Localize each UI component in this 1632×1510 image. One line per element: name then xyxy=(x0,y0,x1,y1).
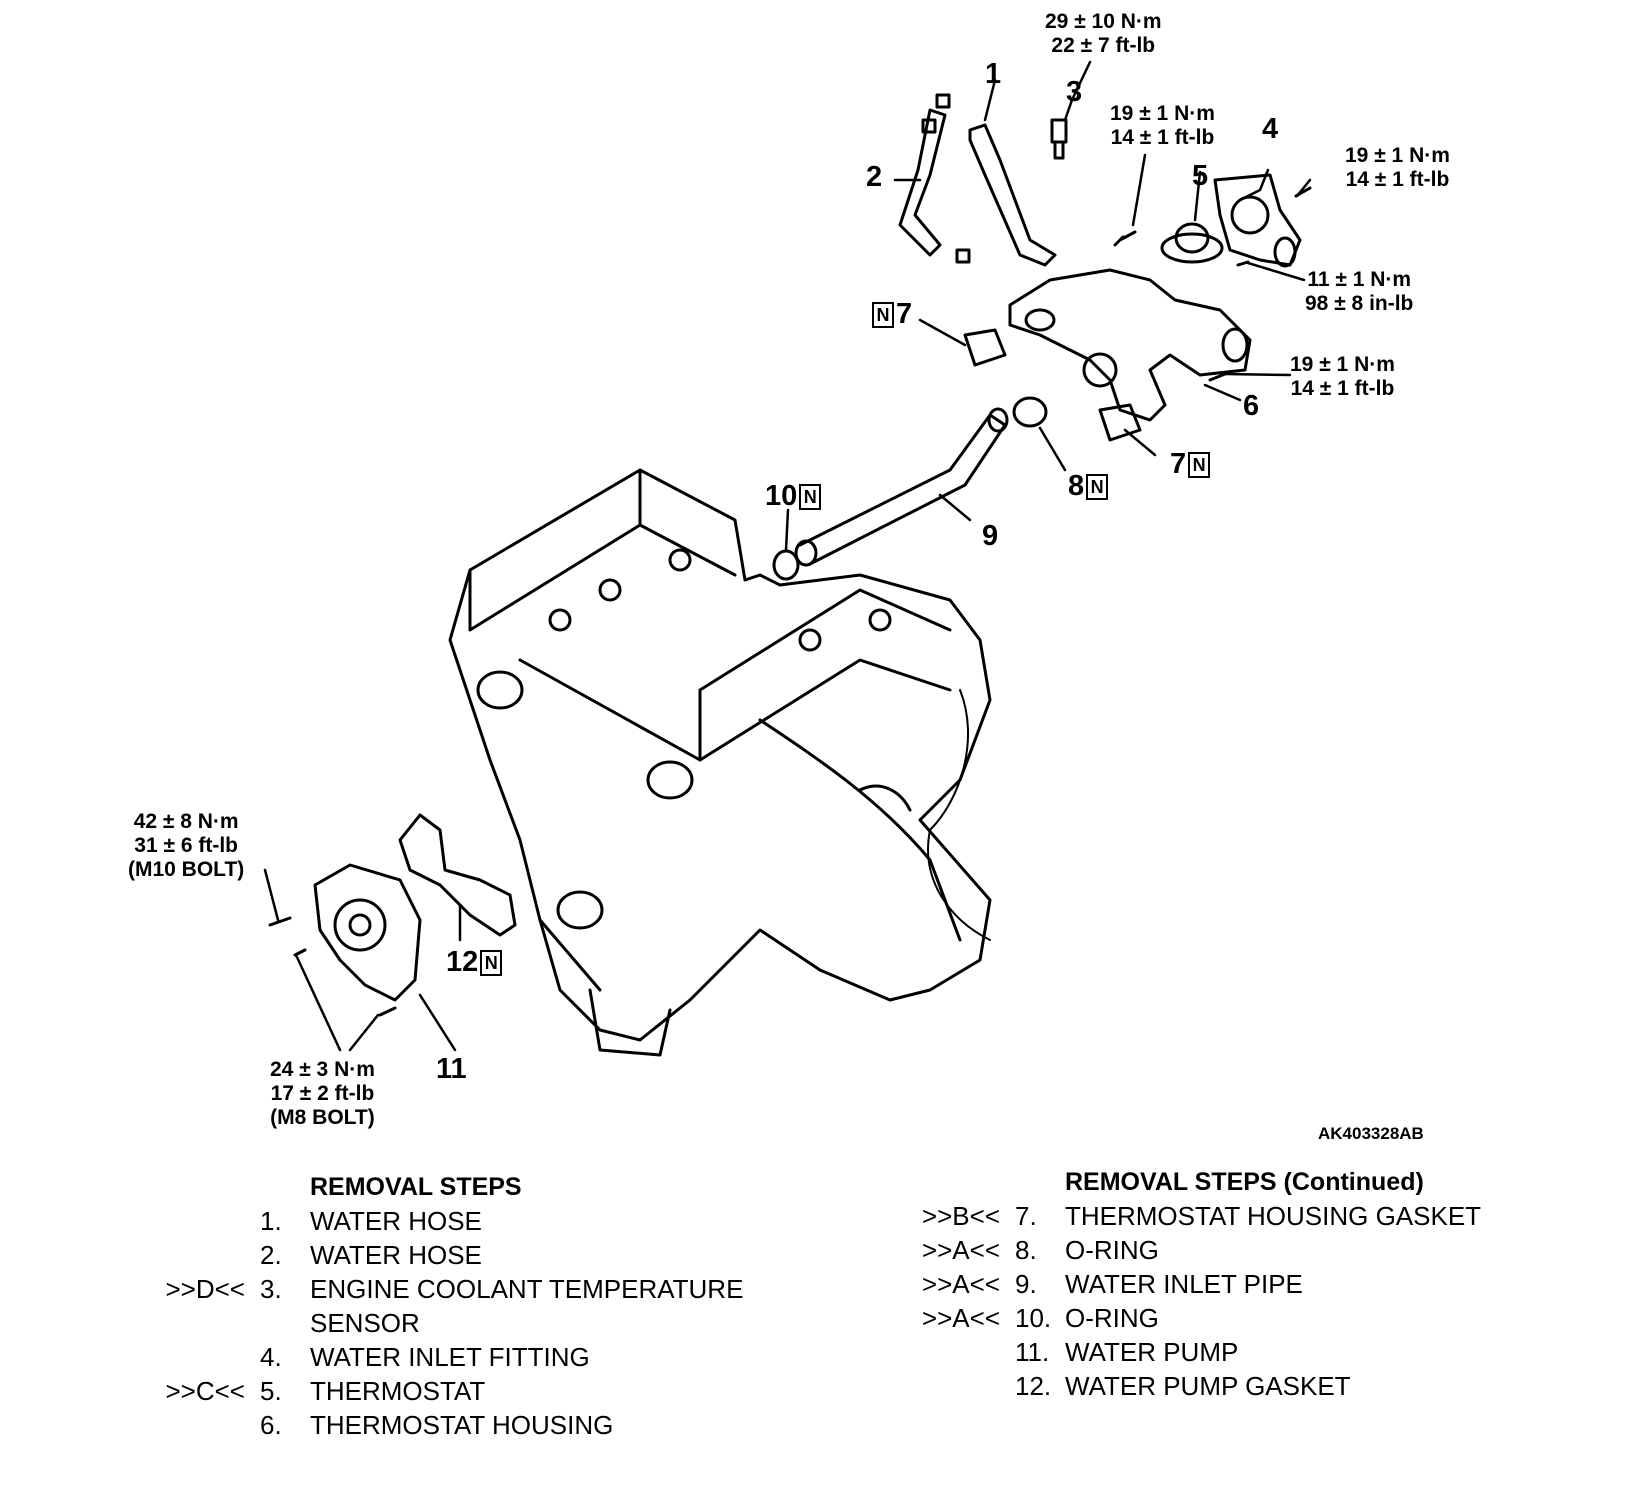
bolt xyxy=(378,1006,397,1017)
callout-12: 12 xyxy=(446,948,504,977)
removal-steps-heading: REMOVAL STEPS xyxy=(310,1173,522,1201)
thermostat xyxy=(1160,222,1224,264)
callout-8: 8 xyxy=(1068,472,1110,501)
coolant-temperature-sensor xyxy=(1050,118,1068,160)
water-hose-2 xyxy=(898,108,947,257)
hose-clamp xyxy=(935,93,951,109)
leader-lines xyxy=(263,60,1312,1052)
step-row: >>D<<3.ENGINE COOLANT TEMPERATURE xyxy=(165,1274,744,1304)
callout-7-lower: 7 xyxy=(1170,450,1212,479)
figure-code: AK403328AB xyxy=(1318,1124,1424,1143)
bolt xyxy=(1236,260,1250,267)
new-part-icon xyxy=(1086,474,1109,501)
step-row: >>A<<10.O-RING xyxy=(921,1303,1159,1333)
new-part-icon xyxy=(872,302,894,329)
callout-5: 5 xyxy=(1192,160,1209,192)
water-pump xyxy=(313,863,422,1002)
o-ring xyxy=(772,549,800,581)
callout-1: 1 xyxy=(985,58,1002,90)
engine-cooling-exploded-diagram xyxy=(263,60,1312,1057)
new-part-icon xyxy=(799,484,822,511)
callout-2: 2 xyxy=(866,161,883,193)
removal-steps-right: REMOVAL STEPS (Continued) >>B<<7.THERMOS… xyxy=(905,1165,1625,1403)
thermostat-housing xyxy=(1008,268,1252,422)
water-hose-1 xyxy=(968,123,1057,267)
callout-7-upper: 7 xyxy=(870,300,912,329)
o-ring xyxy=(1012,396,1048,428)
new-part-icon xyxy=(1188,452,1211,479)
bolt xyxy=(268,916,292,927)
callout-6: 6 xyxy=(1243,390,1260,422)
step-row: >>C<<5.THERMOSTAT xyxy=(165,1376,486,1406)
callout-10: 10 xyxy=(765,482,823,511)
step-row: 2.WATER HOSE xyxy=(260,1240,482,1270)
callout-11: 11 xyxy=(436,1053,467,1085)
removal-steps-continued-heading: REMOVAL STEPS (Continued) xyxy=(1065,1168,1424,1196)
thermostat-housing-gasket xyxy=(963,328,1007,367)
water-inlet-fitting xyxy=(1213,173,1302,268)
hose-clamp xyxy=(955,248,971,264)
step-row: SENSOR xyxy=(310,1308,420,1338)
step-row: 11.WATER PUMP xyxy=(1015,1337,1239,1367)
water-pump-gasket xyxy=(398,813,517,937)
callout-3: 3 xyxy=(1066,76,1083,108)
bolt xyxy=(1113,230,1137,247)
step-row: 12.WATER PUMP GASKET xyxy=(1015,1371,1351,1401)
callout-9: 9 xyxy=(982,520,999,552)
step-row: >>B<<7.THERMOSTAT HOUSING GASKET xyxy=(921,1201,1482,1231)
new-part-icon xyxy=(480,950,503,977)
water-inlet-pipe xyxy=(798,413,1007,565)
step-row: 1.WATER HOSE xyxy=(260,1206,482,1236)
callout-4: 4 xyxy=(1262,113,1279,145)
step-row: 6.THERMOSTAT HOUSING xyxy=(260,1410,614,1440)
step-row: 4.WATER INLET FITTING xyxy=(260,1342,590,1372)
thermostat-housing-gasket xyxy=(1098,403,1142,442)
bolt xyxy=(1208,372,1227,382)
engine-block xyxy=(448,468,992,1057)
removal-steps-left: REMOVAL STEPS 1.WATER HOSE 2.WATER HOSE … xyxy=(150,1170,810,1442)
step-row: >>A<<9.WATER INLET PIPE xyxy=(921,1269,1303,1299)
hose-clamp xyxy=(921,118,937,134)
step-row: >>A<<8.O-RING xyxy=(921,1235,1159,1265)
